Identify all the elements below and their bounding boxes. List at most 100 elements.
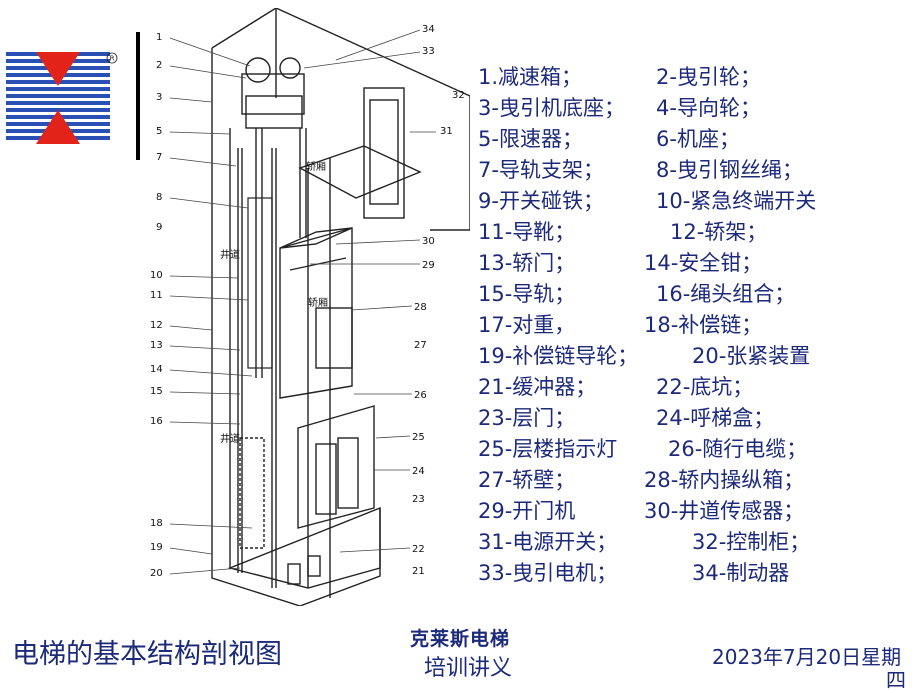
elevator-car: [279, 227, 353, 399]
slide-caption: 电梯的基本结构剖视图: [12, 639, 282, 670]
callout-label: 21: [412, 566, 425, 577]
callout-label: 12: [150, 320, 163, 331]
callout-label: 30: [422, 236, 435, 247]
legend-item: 6-机座；: [656, 127, 740, 151]
car-label: 轿厢: [306, 160, 326, 173]
callout-label: 9: [156, 222, 162, 233]
legend-row: 5-限速器； 6-机座；: [478, 124, 918, 155]
pit: [227, 506, 381, 589]
legend-item: 11-导靴；: [478, 220, 576, 244]
legend-item: 12-轿架；: [670, 220, 768, 244]
legend-item: 16-绳头组合；: [656, 282, 796, 306]
legend-row: 17-对重， 18-补偿链；: [478, 310, 918, 341]
buffer: [287, 563, 301, 585]
registered-mark: R: [110, 55, 115, 63]
hoistway-label: 井道: [220, 432, 240, 445]
machine-platform: [298, 145, 422, 199]
legend-item: 31-电源开关；: [478, 530, 618, 554]
logo-red-top-triangle: [36, 52, 80, 86]
traction-machine: [241, 57, 305, 129]
legend-item: 28-轿内操纵箱；: [644, 468, 805, 492]
legend-item: 23-层门；: [478, 406, 576, 430]
callout-label: 34: [422, 24, 435, 35]
hoistway-outline: [211, 128, 381, 606]
counterweight: [247, 197, 273, 369]
callout-label: 14: [150, 364, 163, 375]
legend-item: 29-开门机: [478, 499, 576, 523]
legend-item: 34-制动器: [692, 561, 790, 585]
legend-row: 9-开关碰铁； 10-紧急终端开关: [478, 186, 918, 217]
legend-item: 13-轿门；: [478, 251, 576, 275]
callout-label: 1: [156, 32, 162, 43]
diagram-inner-labels: 井道 井道 轿厢 轿厢: [220, 160, 328, 445]
callout-label: 7: [156, 152, 162, 163]
legend-row: 29-开门机 30-井道传感器；: [478, 496, 918, 527]
callout-label: 18: [150, 518, 163, 529]
legend-row: 19-补偿链导轮； 20-张紧装置: [478, 341, 918, 372]
landing-door: [297, 405, 375, 529]
legend-item: 9-开关碰铁；: [478, 189, 604, 213]
callout-label: 33: [422, 46, 435, 57]
legend-item: 21-缓冲器；: [478, 375, 597, 399]
slide-date: 2023年7月20日星期: [712, 645, 902, 669]
legend-item: 14-安全钳；: [644, 251, 763, 275]
callout-label: 13: [150, 340, 163, 351]
callout-label: 29: [422, 260, 435, 271]
legend-item: 25-层楼指示灯: [478, 437, 618, 461]
legend-row: 23-层门； 24-呼梯盒；: [478, 403, 918, 434]
callout-label: 19: [150, 542, 163, 553]
legend-item: 24-呼梯盒；: [656, 406, 775, 430]
slide-date-weekday: 四: [886, 668, 906, 692]
legend-item: 2-曳引轮；: [656, 65, 761, 89]
callout-label: 28: [414, 302, 427, 313]
control-cabinet: [363, 87, 405, 219]
callout-label: 23: [412, 494, 425, 505]
callout-label: 27: [414, 340, 427, 351]
legend-item: 1.减速箱；: [478, 65, 583, 89]
callout-label: 8: [156, 192, 162, 203]
legend-item: 10-紧急终端开关: [656, 189, 817, 213]
training-subtitle: 培训讲义: [424, 656, 513, 681]
callout-label: 2: [156, 60, 162, 71]
callout-label: 32: [452, 90, 465, 101]
callout-label: 26: [414, 390, 427, 401]
callout-label: 11: [150, 290, 163, 301]
callout-numbers-right: 34 33 32 31 30 29 28 27 26 25 24 23 22 2…: [412, 24, 465, 577]
legend-row: 33-曳引电机； 34-制动器: [478, 558, 918, 589]
company-name: 克莱斯电梯: [410, 628, 511, 650]
legend-row: 13-轿门； 14-安全钳；: [478, 248, 918, 279]
legend-item: 18-补偿链；: [644, 313, 763, 337]
legend-row: 3-曳引机底座； 4-导向轮；: [478, 93, 918, 124]
legend-item: 32-控制柜；: [692, 530, 811, 554]
machine-room-outline: [211, 8, 470, 231]
callout-label: 16: [150, 416, 163, 427]
callout-label: 3: [156, 92, 162, 103]
legend-item: 33-曳引电机；: [478, 561, 618, 585]
legend-item: 3-曳引机底座；: [478, 96, 625, 120]
legend-row: 15-导轨；16-绳头组合；: [478, 279, 918, 310]
legend-item: 22-底坑；: [656, 375, 754, 399]
legend-item: 17-对重，: [478, 313, 576, 337]
legend-row: 11-导靴； 12-轿架；: [478, 217, 918, 248]
component-legend: 1.减速箱；2-曳引轮； 3-曳引机底座；4-导向轮； 5-限速器；6-机座； …: [478, 62, 918, 589]
legend-row: 7-导轨支架；8-曳引钢丝绳；: [478, 155, 918, 186]
callout-label: 20: [150, 568, 163, 579]
legend-item: 26-随行电缆；: [668, 437, 808, 461]
legend-item: 4-导向轮；: [656, 96, 761, 120]
callout-label: 22: [412, 544, 425, 555]
legend-row: 31-电源开关； 32-控制柜；: [478, 527, 918, 558]
logo-divider: [136, 32, 140, 160]
callout-label: 24: [412, 466, 425, 477]
legend-item: 20-张紧装置: [692, 344, 811, 368]
legend-row: 25-层楼指示灯 26-随行电缆；: [478, 434, 918, 465]
legend-item: 27-轿壁；: [478, 468, 576, 492]
legend-item: 5-限速器；: [478, 127, 583, 151]
car-label: 轿厢: [308, 296, 328, 309]
elevator-cutaway-diagram: 1 2 3 5 7 8 9 10 11 12 13 14 15 16 18 19…: [150, 8, 470, 606]
company-logo: R: [6, 52, 118, 144]
legend-item: 30-井道传感器；: [644, 499, 805, 523]
legend-item: 7-导轨支架；: [478, 158, 604, 182]
legend-row: 1.减速箱； 2-曳引轮；: [478, 62, 918, 93]
legend-item: 19-补偿链导轮；: [478, 344, 639, 368]
legend-row: 21-缓冲器； 22-底坑；: [478, 372, 918, 403]
